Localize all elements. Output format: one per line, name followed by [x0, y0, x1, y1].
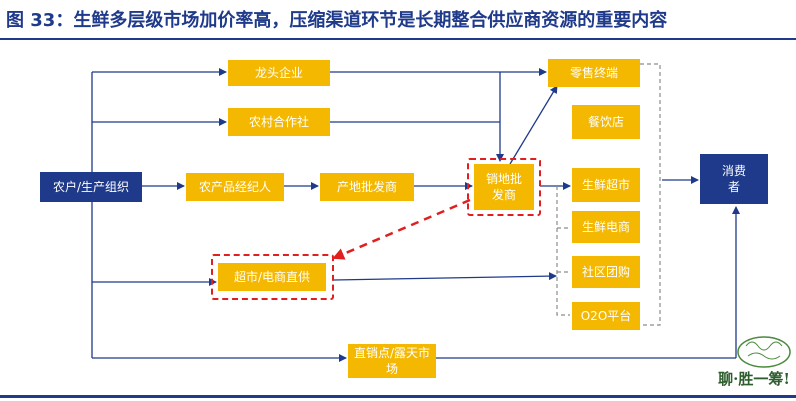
node-farmer: 农户/生产组织: [40, 172, 142, 202]
brand-logo-icon: [737, 336, 791, 368]
brand-logo-text: 聊·胜一筹!: [718, 370, 790, 388]
highlight-supermarket-direct: [211, 254, 334, 300]
node-origin-wholesaler: 产地批发商: [320, 173, 414, 201]
node-direct-market: 直销点/露天市 场: [348, 344, 436, 378]
title-divider: [0, 38, 796, 40]
node-retail-terminal: 零售终端: [548, 59, 640, 87]
node-fresh-supermarket: 生鲜超市: [572, 168, 640, 202]
node-sales-wholesaler: 销地批 发商: [474, 164, 534, 210]
node-consumer: 消费 者: [700, 154, 768, 204]
node-restaurant: 餐饮店: [572, 105, 640, 139]
page-title: 图 33：生鲜多层级市场加价率高，压缩渠道环节是长期整合供应商资源的重要内容: [6, 10, 668, 31]
bottom-divider: [0, 395, 796, 398]
node-fresh-ecommerce: 生鲜电商: [572, 211, 640, 243]
node-leading-enterprise: 龙头企业: [228, 60, 330, 86]
highlight-sales-wholesaler: [467, 158, 541, 216]
node-community-group: 社区团购: [572, 256, 640, 288]
brand-logo: 聊·胜一筹!: [716, 334, 792, 394]
node-broker: 农产品经纪人: [186, 173, 284, 201]
node-cooperative: 农村合作社: [228, 108, 330, 136]
node-o2o: O2O平台: [572, 302, 640, 330]
node-supermarket-direct: 超市/电商直供: [218, 263, 326, 291]
